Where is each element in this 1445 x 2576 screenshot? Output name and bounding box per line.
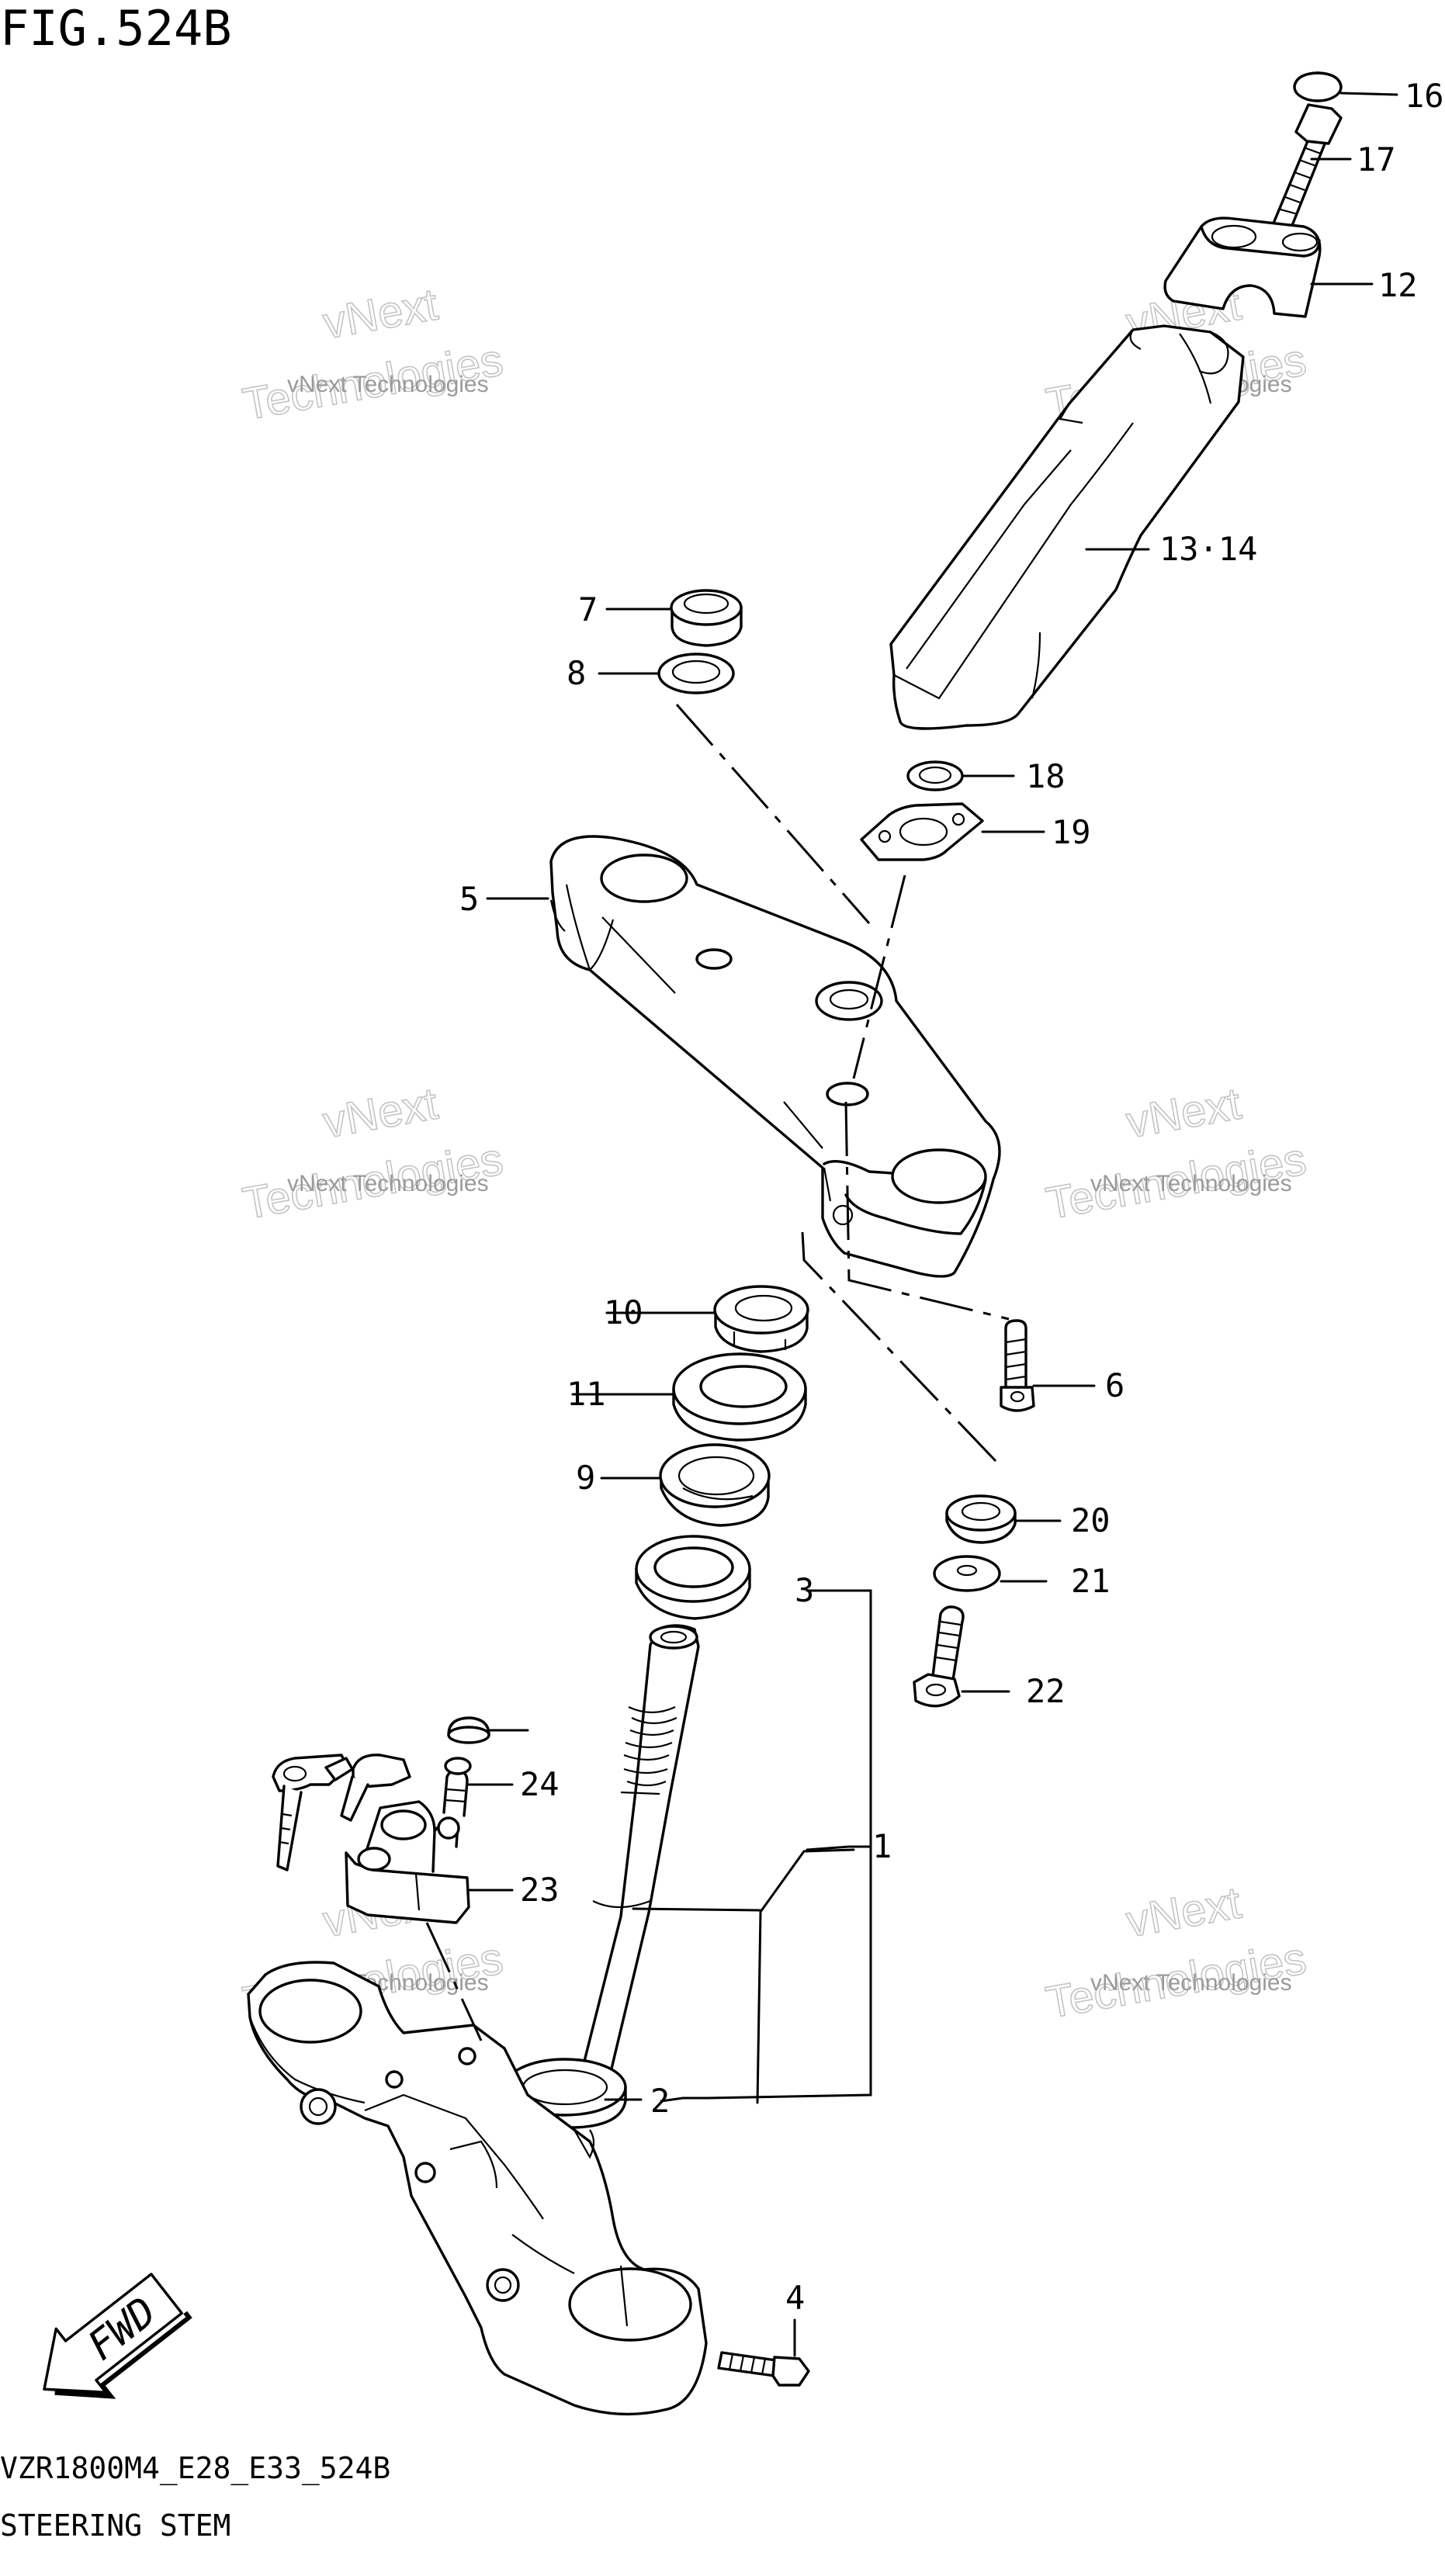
callout-7: 7 [578, 590, 598, 628]
part-9-upper-bearing[interactable] [659, 1443, 771, 1527]
part-24-cap[interactable] [447, 1716, 490, 1744]
key-pair [272, 1754, 411, 1871]
callout-16: 17 [1357, 140, 1396, 178]
diagram-caption: STEERING STEM [0, 2508, 230, 2543]
callout-6: 6 [1105, 1366, 1124, 1404]
part-18-plate[interactable] [860, 802, 984, 861]
part-11-dust-seal[interactable] [672, 1352, 807, 1442]
callout-18: 19 [1052, 813, 1091, 851]
callout-20: 21 [1071, 1562, 1111, 1600]
callout-13-14: 13·14 [1159, 530, 1257, 568]
watermark-text: vNext Technologies [287, 1171, 489, 1196]
part-16-bolt[interactable] [1271, 103, 1343, 233]
part-3-lower-bearing[interactable] [635, 1535, 751, 1620]
fwd-arrow: FWD [43, 2273, 192, 2399]
callout-8: 8 [567, 654, 586, 692]
watermark-3: vNext Technologies vNext Technologies [238, 1078, 507, 1230]
callout-4: 4 [785, 2279, 805, 2317]
callout-labels: 16 17 12 13·14 7 8 18 19 5 6 10 11 9 3 2… [459, 77, 1444, 2317]
part-22-steering-lock-set[interactable] [345, 1800, 470, 1924]
part-23-screw[interactable] [442, 1757, 472, 1817]
watermark-large-text: vNext [319, 279, 441, 349]
watermark-6: vNext Technologies vNext Technologies [1041, 1877, 1310, 2029]
callout-17: 18 [1026, 757, 1066, 795]
callout-21: 22 [1026, 1672, 1066, 1710]
part-19-cushion[interactable] [945, 1494, 1017, 1544]
part-12-handlebar-holder[interactable] [1163, 216, 1322, 318]
part-5-upper-bracket[interactable] [549, 835, 1001, 1278]
callout-5: 5 [459, 880, 479, 918]
callout-1: 1 [872, 1827, 892, 1865]
part-10-lock-nut[interactable] [713, 1285, 809, 1353]
watermark-text: vNext Technologies [287, 372, 489, 397]
part-4-bolt[interactable] [717, 2351, 810, 2387]
part-6-bolt[interactable] [1000, 1319, 1035, 1412]
part-15-cap[interactable] [1293, 71, 1343, 102]
model-code: VZR1800M4_E28_E33_524B [0, 2451, 390, 2486]
watermark-4: vNext Technologies vNext Technologies [1041, 1078, 1310, 1230]
part-17-washer[interactable] [906, 760, 964, 791]
watermark-large-text: vNext [319, 1079, 441, 1148]
part-1-steering-stem[interactable] [573, 1624, 700, 2106]
callout-9: 9 [576, 1459, 595, 1497]
watermark-text: vNext Technologies [1090, 1171, 1292, 1196]
part-20-washer[interactable] [933, 1555, 1001, 1592]
callout-19: 20 [1071, 1501, 1111, 1539]
callout-2: 2 [650, 2082, 670, 2120]
watermark-text: vNext Technologies [1090, 1970, 1292, 1996]
part-21-bolt[interactable] [913, 1605, 965, 1708]
lower-bracket [247, 1961, 708, 2416]
watermark-1: vNext Technologies vNext Technologies [238, 279, 507, 431]
figure-title: FIG.524B [0, 0, 232, 57]
watermark-large-text: vNext [1122, 1878, 1244, 1948]
callout-11: 11 [567, 1375, 606, 1413]
part-7-stem-head-nut[interactable] [670, 589, 743, 647]
callout-15: 16 [1405, 77, 1444, 115]
callout-23: 24 [520, 1765, 560, 1803]
part-8-washer[interactable] [657, 653, 735, 694]
callout-12: 12 [1378, 266, 1418, 304]
part-13-14-handlebar[interactable] [889, 324, 1245, 730]
assembly-guide-lines [425, 704, 1010, 2041]
callout-22: 23 [520, 1871, 560, 1909]
watermark-large-text: vNext [1122, 1079, 1244, 1148]
leader-lines [467, 92, 1398, 2357]
callout-10: 10 [604, 1293, 643, 1331]
callout-3: 3 [795, 1571, 814, 1609]
